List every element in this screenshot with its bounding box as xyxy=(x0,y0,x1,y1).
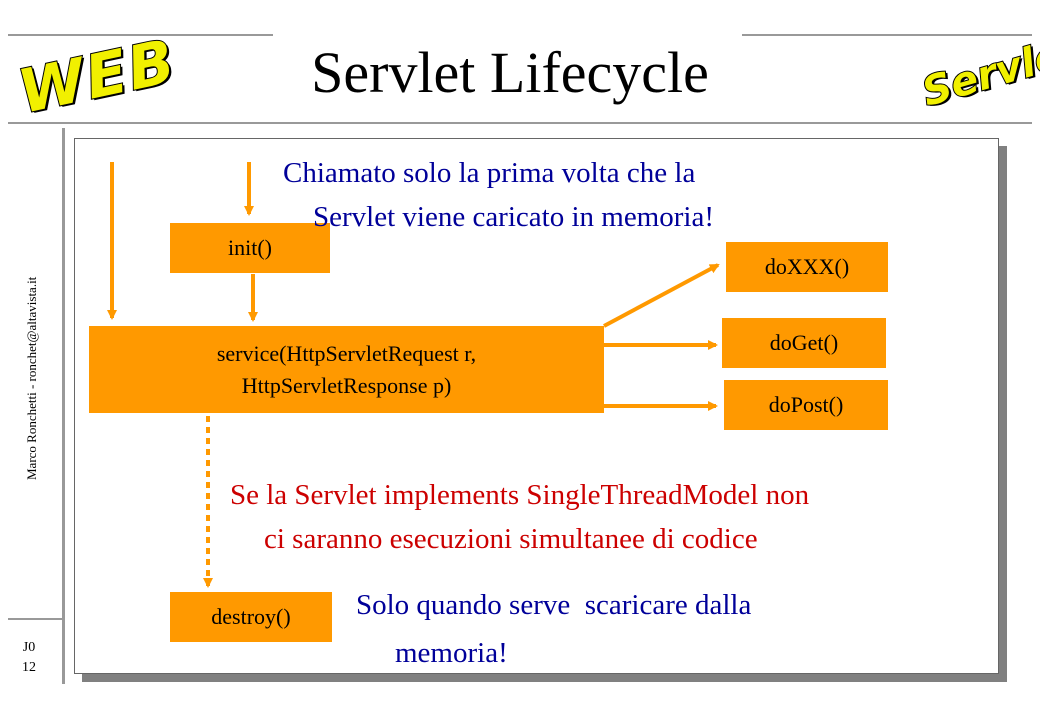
destroy-note-line-1: Solo quando serve scaricare dalla xyxy=(356,589,752,621)
single-thread-note-line-1: Se la Servlet implements SingleThreadMod… xyxy=(230,479,810,511)
header-rule-right xyxy=(742,34,1032,36)
slide-number: 12 xyxy=(22,660,36,675)
init-note-line-2: Servlet viene caricato in memoria! xyxy=(313,201,714,233)
header-rule-bottom xyxy=(8,122,1032,124)
service-box-line-1: service(HttpServletRequest r, xyxy=(216,340,477,366)
destroy-note-line-2: memoria! xyxy=(395,637,508,669)
header-rule-left xyxy=(8,34,273,36)
left-margin-rule xyxy=(62,128,65,684)
single-thread-note-line-2: ci saranno esecuzioni simultanee di codi… xyxy=(264,523,758,555)
slide-code: J0 xyxy=(22,640,36,655)
arrow-to-doxxx xyxy=(603,263,720,328)
init-box: init() xyxy=(170,223,330,273)
doget-box: doGet() xyxy=(722,318,886,368)
footer-rule xyxy=(8,618,64,620)
dopost-box: doPost() xyxy=(724,380,888,430)
destroy-box: destroy() xyxy=(170,592,332,642)
init-note-line-1: Chiamato solo la prima volta che la xyxy=(283,157,696,189)
service-box: service(HttpServletRequest r, HttpServle… xyxy=(89,326,604,413)
page-title: Servlet Lifecycle xyxy=(311,40,709,105)
doxxx-box: doXXX() xyxy=(726,242,888,292)
service-box-line-2: HttpServletResponse p) xyxy=(241,372,452,398)
